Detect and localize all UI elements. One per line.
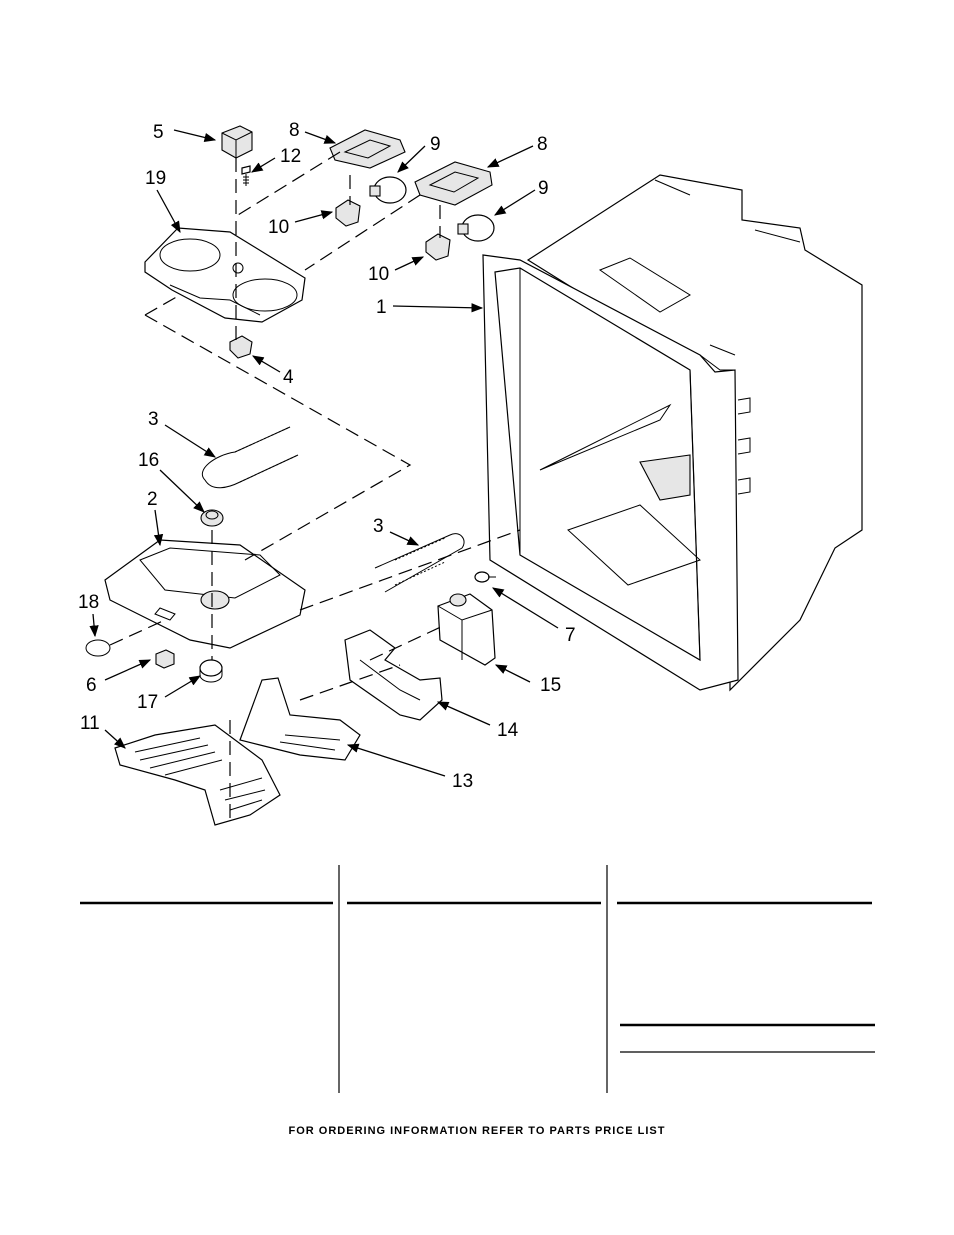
- callout-9-upper: 9: [430, 134, 441, 155]
- duct-part: [239, 677, 361, 761]
- callout-3-upper: 3: [148, 409, 159, 430]
- callout-10-upper: 10: [268, 217, 289, 238]
- light-housing-lower: [414, 161, 493, 206]
- gear-part: [200, 509, 224, 527]
- callout-14: 14: [497, 720, 519, 741]
- bracket-part: [344, 629, 443, 721]
- callout-2: 2: [147, 489, 158, 510]
- callout-12: 12: [280, 146, 301, 167]
- connector-part: [229, 335, 253, 359]
- callout-8-upper: 8: [289, 120, 300, 141]
- control-box-part: [221, 125, 253, 159]
- bulb-lower: [457, 214, 495, 242]
- callout-6: 6: [86, 675, 97, 696]
- callout-11: 11: [80, 713, 100, 734]
- callout-17: 17: [137, 692, 158, 713]
- callout-15: 15: [540, 675, 561, 696]
- callout-9-lower: 9: [538, 178, 549, 199]
- cover-part: [114, 724, 281, 826]
- callout-18: 18: [78, 592, 99, 613]
- switch-part: [155, 649, 175, 669]
- belt-lower: [374, 533, 465, 593]
- callout-19: 19: [145, 168, 166, 189]
- control-assembly: [437, 593, 496, 666]
- callout-labels: 5 8 9 8 12 9 19 10 10 1 4 3 16 2 3 18 7 …: [78, 120, 576, 792]
- screw-part: [241, 165, 251, 186]
- callout-10-lower: 10: [368, 264, 389, 285]
- ordering-info-footer: FOR ORDERING INFORMATION REFER TO PARTS …: [288, 1125, 666, 1137]
- socket-upper: [335, 199, 361, 227]
- screw-part-7: [474, 571, 496, 583]
- upper-housing-plate: [144, 227, 306, 323]
- parts-table-frame: [80, 865, 875, 1093]
- leader-lines: [89, 129, 559, 777]
- callout-7: 7: [565, 625, 576, 646]
- knob-part: [199, 659, 223, 683]
- refrigerator-liner: [482, 174, 863, 692]
- callout-4: 4: [283, 367, 294, 388]
- bulb-upper: [369, 176, 407, 204]
- callout-8-lower: 8: [537, 134, 548, 155]
- callout-5: 5: [153, 122, 164, 143]
- callout-1: 1: [376, 297, 387, 318]
- ring-part: [85, 639, 111, 657]
- belt-upper: [202, 426, 299, 489]
- callout-16: 16: [138, 450, 159, 471]
- assembly-lines: [109, 151, 521, 820]
- callout-13: 13: [452, 771, 473, 792]
- socket-lower: [425, 233, 451, 261]
- lower-housing: [104, 539, 306, 649]
- callout-3-lower: 3: [373, 516, 384, 537]
- light-housing-upper: [329, 129, 406, 169]
